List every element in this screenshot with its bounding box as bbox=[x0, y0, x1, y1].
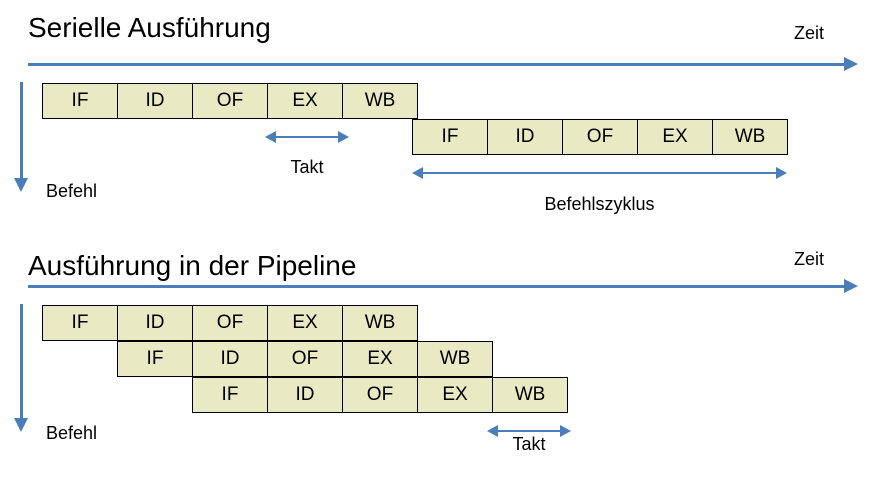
instruction-axis-label-serial: Befehl bbox=[46, 181, 98, 201]
stage-box: ID bbox=[487, 119, 563, 155]
time-axis-label-serial: Zeit bbox=[794, 23, 825, 43]
instruction-axis-pipeline bbox=[14, 304, 28, 432]
time-axis-label-pipeline: Zeit bbox=[794, 249, 825, 269]
instruction-axis-label-pipeline: Befehl bbox=[46, 423, 98, 443]
arrow-right-icon bbox=[844, 57, 858, 71]
stage-box: OF bbox=[562, 119, 638, 155]
takt-measure-serial bbox=[265, 131, 349, 143]
instruction-row: IF ID OF EX WB bbox=[42, 83, 418, 119]
arrow-left-icon bbox=[265, 131, 276, 143]
instruction-axis-line bbox=[20, 82, 23, 179]
stage-box: ID bbox=[192, 341, 268, 377]
arrow-right-icon bbox=[776, 167, 787, 179]
stage-box: OF bbox=[192, 305, 268, 341]
stage-box: ID bbox=[117, 305, 193, 341]
measure-line bbox=[274, 136, 340, 138]
stage-box: WB bbox=[712, 119, 788, 155]
instruction-row: IF ID OF EX WB bbox=[117, 341, 493, 377]
stage-box: EX bbox=[342, 341, 418, 377]
arrow-right-icon bbox=[844, 279, 858, 293]
stage-box: IF bbox=[412, 119, 488, 155]
instruction-axis-line bbox=[20, 304, 23, 419]
stage-box: OF bbox=[267, 341, 343, 377]
time-axis-pipeline bbox=[28, 279, 858, 293]
stage-box: IF bbox=[42, 83, 118, 119]
takt-measure-pipeline bbox=[487, 425, 571, 437]
stage-box: IF bbox=[117, 341, 193, 377]
stage-box: EX bbox=[417, 377, 493, 413]
time-axis-line bbox=[28, 285, 846, 288]
stage-box: WB bbox=[342, 305, 418, 341]
arrow-left-icon bbox=[412, 167, 423, 179]
stage-box: OF bbox=[342, 377, 418, 413]
time-axis-serial bbox=[28, 57, 858, 71]
arrow-right-icon bbox=[338, 131, 349, 143]
instruction-row: IF ID OF EX WB bbox=[42, 305, 418, 341]
stage-box: EX bbox=[637, 119, 713, 155]
section-title-serial: Serielle Ausführung bbox=[28, 12, 271, 43]
stage-box: IF bbox=[192, 377, 268, 413]
arrow-right-icon bbox=[560, 425, 571, 437]
stage-box: IF bbox=[42, 305, 118, 341]
befehlszyklus-measure bbox=[412, 167, 787, 179]
takt-label-serial: Takt bbox=[290, 157, 324, 177]
stage-box: WB bbox=[342, 83, 418, 119]
instruction-row: IF ID OF EX WB bbox=[412, 119, 788, 155]
stage-box: WB bbox=[417, 341, 493, 377]
measure-line bbox=[421, 172, 778, 174]
section-title-pipeline: Ausführung in der Pipeline bbox=[28, 250, 357, 281]
instruction-axis-serial bbox=[14, 82, 28, 192]
takt-label-pipeline: Takt bbox=[512, 434, 546, 454]
measure-line bbox=[496, 430, 562, 432]
stage-box: ID bbox=[267, 377, 343, 413]
instruction-row: IF ID OF EX WB bbox=[192, 377, 568, 413]
stage-box: OF bbox=[192, 83, 268, 119]
time-axis-line bbox=[28, 63, 846, 66]
stage-box: EX bbox=[267, 83, 343, 119]
arrow-down-icon bbox=[14, 418, 28, 432]
stage-box: WB bbox=[492, 377, 568, 413]
stage-box: EX bbox=[267, 305, 343, 341]
stage-box: ID bbox=[117, 83, 193, 119]
arrow-left-icon bbox=[487, 425, 498, 437]
arrow-down-icon bbox=[14, 178, 28, 192]
befehlszyklus-label: Befehlszyklus bbox=[544, 194, 655, 214]
